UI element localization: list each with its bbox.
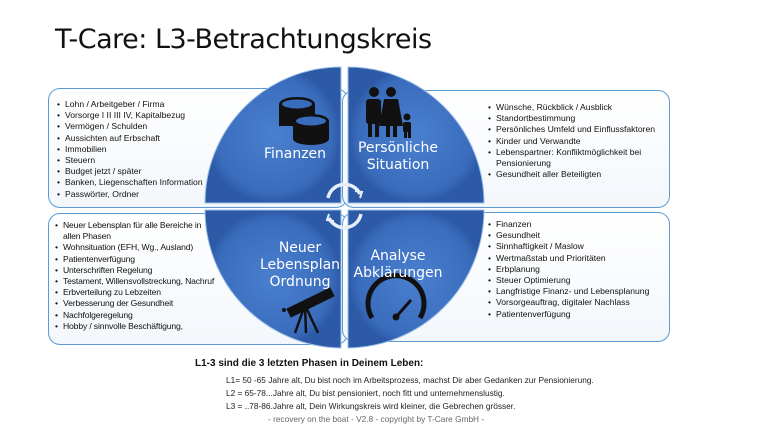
list-item: Verbesserung der Gesundheit	[54, 298, 214, 309]
page-title: T-Care: L3-Betrachtungskreis	[55, 24, 432, 55]
list-item: Hobby / sinnvolle Beschäftigung,	[54, 321, 214, 332]
list-item: Gesundheit aller Beteiligten	[487, 169, 669, 180]
list-item: Erbplanung	[487, 264, 649, 275]
list-item: Wertmaßstab und Prioritäten	[487, 253, 649, 264]
footer-l1: L1= 50 -65 Jahre alt, Du bist noch im Ar…	[226, 375, 594, 385]
label-line: Situation	[366, 157, 430, 173]
footer-l2: L2 = 65-78...Jahre alt, Du bist pensioni…	[226, 388, 505, 398]
label-line: Neuer	[278, 240, 322, 256]
analyse-list: FinanzenGesundheitSinnhaftigkeit / Maslo…	[487, 219, 649, 320]
list-item: Wohnsituation (EFH, Wg., Ausland)	[54, 242, 214, 253]
list-item: Sinnhaftigkeit / Maslow	[487, 241, 649, 252]
list-item: Kinder und Verwandte	[487, 136, 669, 147]
list-item: Immobilien	[56, 144, 203, 155]
list-item: Erbverteilung zu Lebzeiten	[54, 287, 214, 298]
cycle-arrows-icon	[325, 182, 364, 230]
list-item: Steuern	[56, 155, 203, 166]
list-item: Langfristige Finanz- und Lebensplanung	[487, 286, 649, 297]
list-item: Lebenspartner: Konfliktmöglichkeit bei P…	[487, 147, 669, 169]
label-line: Analyse	[370, 248, 426, 264]
list-item: Passwörter, Ordner	[56, 189, 203, 200]
copyright: - recovery on the boat - V2.8 - copyrigh…	[268, 414, 485, 424]
neuer-list: Neuer Lebensplan für alle Bereiche in al…	[54, 220, 214, 332]
list-item: Vorsorgeauftrag, digitaler Nachlass	[487, 297, 649, 308]
family-icon	[366, 87, 411, 138]
label-persoenlich: Persönliche Situation	[350, 140, 446, 174]
list-item: Finanzen	[487, 219, 649, 230]
list-item: Aussichten auf Erbschaft	[56, 133, 203, 144]
label-line: Ordnung	[269, 274, 331, 290]
list-item: Testament, Willensvollstreckung, Nachruf	[54, 276, 214, 287]
quadrant-persoenlich	[347, 66, 485, 204]
footer-heading: L1-3 sind die 3 letzten Phasen in Deinem…	[195, 358, 424, 369]
persoenlich-list: Wünsche, Rückblick / AusblickStandortbes…	[487, 102, 669, 181]
list-item: Persönliches Umfeld und Einflussfaktoren	[487, 124, 669, 135]
telescope-icon	[282, 287, 335, 334]
list-item: Banken, Liegenschaften Information	[56, 177, 203, 188]
label-line: Lebensplan	[259, 257, 341, 273]
list-item: Neuer Lebensplan für alle Bereiche in al…	[54, 220, 211, 242]
quadrant-neuer	[204, 209, 342, 349]
label-line: Persönliche	[357, 140, 438, 156]
list-item: Gesundheit	[487, 230, 649, 241]
footer-l3: L3 = ..78-86.Jahre alt, Dein Wirkungskre…	[226, 401, 516, 411]
list-item: Unterschriften Regelung	[54, 265, 214, 276]
list-item: Steuer Optimierung	[487, 275, 649, 286]
finanzen-list: Lohn / Arbeitgeber / FirmaVorsorge I II …	[56, 99, 203, 200]
label-analyse: Analyse Abklärungen	[350, 248, 446, 282]
list-item: Nachfolgeregelung	[54, 310, 214, 321]
list-item: Standortbestimmung	[487, 113, 669, 124]
list-item: Patientenverfügung	[487, 309, 649, 320]
list-item: Patientenverfügung	[54, 254, 214, 265]
coins-icon	[279, 97, 329, 145]
label-line: Abklärungen	[353, 265, 443, 281]
gauge-icon	[365, 273, 427, 321]
list-item: Budget jetzt / später	[56, 166, 203, 177]
label-neuer: Neuer Lebensplan Ordnung	[255, 240, 345, 291]
list-item: Lohn / Arbeitgeber / Firma	[56, 99, 203, 110]
quadrant-analyse	[347, 209, 485, 349]
list-item: Vermögen / Schulden	[56, 121, 203, 132]
list-item: Vorsorge I II III IV, Kapitalbezug	[56, 110, 203, 121]
list-item: Wünsche, Rückblick / Ausblick	[487, 102, 669, 113]
label-finanzen: Finanzen	[263, 146, 327, 162]
